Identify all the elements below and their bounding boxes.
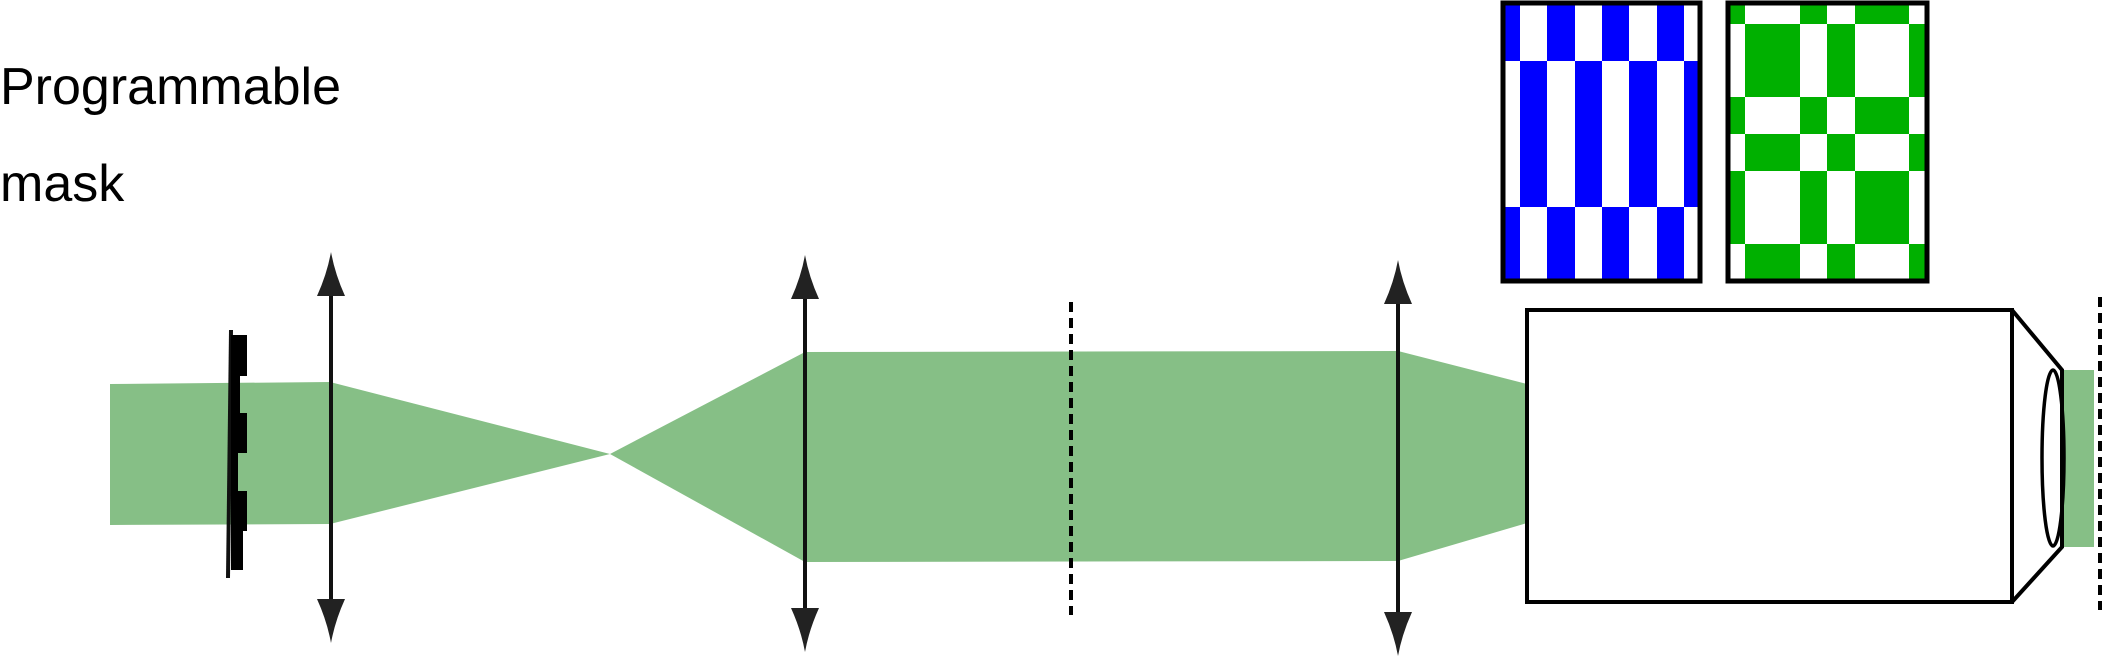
mask-pixel [1800,171,1827,244]
mask-pixel [1505,3,1520,61]
blue-stripe-mask-pattern [1500,0,1703,284]
mask-pixel [1629,61,1657,207]
mask-pixel [1730,171,1745,244]
mask-pixel [1602,3,1629,61]
mask-pixel [1684,61,1698,207]
mask-pixel [1547,207,1575,280]
mask-pixel [1602,207,1629,280]
beam-diverging [610,352,805,562]
green-checker-mask-pattern [1725,0,1930,284]
mask-pixel [1909,134,1925,171]
beam-into-objective [1398,351,1527,561]
arrowhead-up-icon [1384,260,1412,304]
mask-pixel [1657,207,1684,280]
arrowhead-up-icon [791,255,819,299]
arrowhead-down-icon [791,608,819,652]
arrowhead-down-icon [317,599,345,643]
mask-pixel [1855,97,1909,134]
objective-lens [1525,308,2066,604]
mask-pixel [1800,3,1827,24]
beam-collimated-middle [805,351,1398,562]
mask-pixel [1575,61,1602,207]
beam-at-sample [2063,370,2094,547]
label-line-1: Programmable [0,58,341,116]
lens-2 [791,255,819,652]
mask-pixel [1547,3,1575,61]
mask-pixel [1827,134,1855,171]
mask-pixel [1520,61,1547,207]
mask-pixel [1855,3,1909,24]
mask-pixel [1745,134,1800,171]
mask-pixel [1909,244,1925,280]
light-beam [110,351,2094,562]
mask-pixel [1505,207,1520,280]
mask-pixel [1745,244,1800,280]
lens-1 [317,252,345,643]
mask-pixel [1855,171,1909,244]
lens-3 [1384,260,1412,656]
mask-pixel [1827,244,1855,280]
arrowhead-up-icon [317,252,345,296]
mask-pixel [1909,24,1925,97]
mask-pixel [1730,3,1745,24]
mask-pixel [1657,3,1684,61]
mask-pixel [1730,97,1745,134]
arrowhead-down-icon [1384,612,1412,656]
beam-converging [330,382,610,524]
label-line-2: mask [0,155,125,213]
mask-pixel [1800,97,1827,134]
programmable-mask-element [226,330,247,578]
beam-collimated-input [110,382,330,525]
mask-pixel [1827,24,1855,97]
mask-pixel [1745,24,1800,97]
